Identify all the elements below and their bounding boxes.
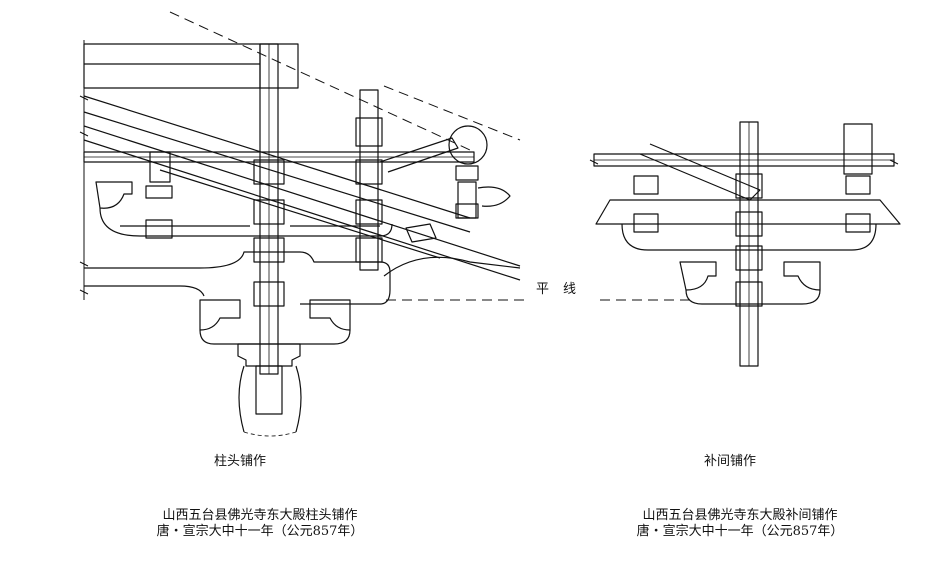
left-caption: 山西五台县佛光寺东大殿柱头铺作 唐・宣宗大中十一年（公元857年） bbox=[100, 508, 420, 540]
level-line-label: 平线 bbox=[536, 282, 591, 297]
left-caption-line2: 唐・宣宗大中十一年（公元857年） bbox=[156, 524, 364, 539]
right-caption-line2: 唐・宣宗大中十一年（公元857年） bbox=[636, 524, 844, 539]
column-head-bracket-drawing bbox=[79, 11, 521, 437]
column-head-bracket-label: 柱头铺作 bbox=[213, 454, 266, 469]
right-caption: 山西五台县佛光寺东大殿补间铺作 唐・宣宗大中十一年（公元857年） bbox=[580, 508, 900, 540]
left-caption-line1: 山西五台县佛光寺东大殿柱头铺作 bbox=[162, 508, 358, 523]
intercolumnar-bracket-label: 补间铺作 bbox=[703, 454, 756, 469]
right-caption-line1: 山西五台县佛光寺东大殿补间铺作 bbox=[642, 508, 838, 523]
intercolumnar-bracket-drawing bbox=[589, 121, 901, 367]
